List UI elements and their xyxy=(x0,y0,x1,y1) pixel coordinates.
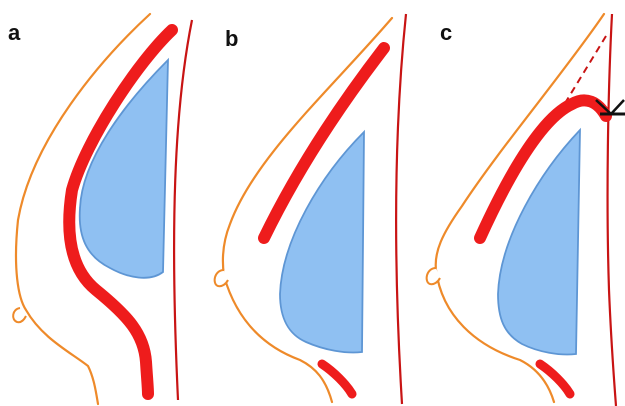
panel-a: a xyxy=(8,14,192,404)
panel-label-c: c xyxy=(440,20,452,45)
chest-wall-c xyxy=(608,14,616,406)
implant-b xyxy=(280,132,364,353)
muscle-band-lower-c xyxy=(540,364,570,394)
panel-c: c xyxy=(427,14,625,406)
nipple-b xyxy=(215,270,228,286)
chest-wall-b xyxy=(396,14,406,404)
implant-c xyxy=(498,130,580,355)
panel-label-a: a xyxy=(8,20,21,45)
panel-label-b: b xyxy=(225,26,238,51)
chest-wall-a xyxy=(174,20,192,400)
nipple-a xyxy=(13,308,26,322)
nipple-c xyxy=(427,268,440,284)
panel-b: b xyxy=(215,14,406,404)
